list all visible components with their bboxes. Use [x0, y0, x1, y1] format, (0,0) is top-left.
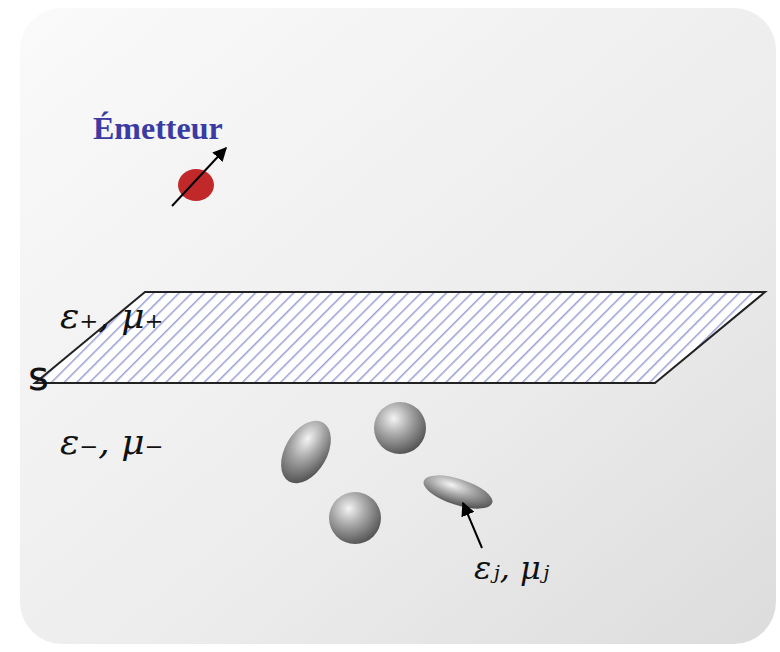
- medium-label: ε₊, μ₊: [60, 298, 164, 334]
- dipole-arrow: [172, 148, 226, 206]
- scatterer-ellipsoid: [271, 412, 341, 492]
- medium-label: ε₋, μ₋: [60, 424, 164, 460]
- surface-label: s: [28, 356, 49, 396]
- emitter-label: Émetteur: [93, 112, 223, 144]
- scatterer-sphere: [329, 492, 381, 544]
- scatterer-ellipsoid: [420, 469, 497, 516]
- background-panel: [20, 8, 776, 644]
- emitter-dot: [178, 169, 214, 201]
- scatterer-sphere: [374, 402, 426, 454]
- particle-label: εⱼ, μⱼ: [474, 552, 549, 584]
- leader-arrow: [463, 503, 482, 548]
- interface-plane: [35, 292, 765, 383]
